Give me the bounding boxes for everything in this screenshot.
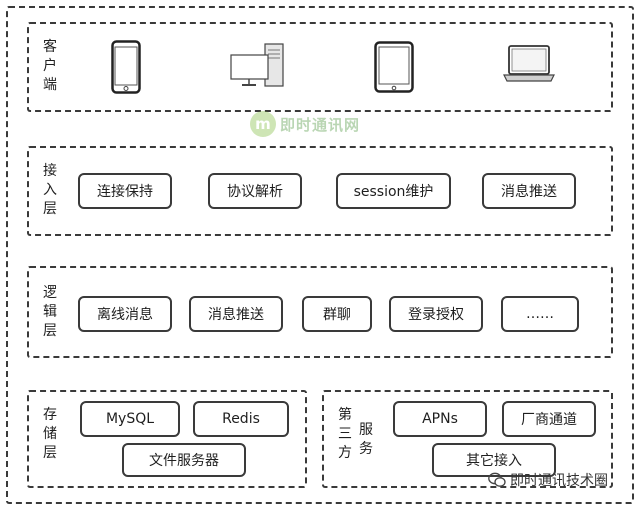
logic-item-more: …… [501,296,579,332]
third-party-item-vendor-channel: 厂商通道 [502,401,596,437]
access-item-session-maintenance: session维护 [336,173,451,209]
tablet-icon [374,41,414,93]
third-party-item-other-access: 其它接入 [432,443,556,477]
third-party-label-right: 服务 [359,422,373,457]
third-party-item-apns: APNs [393,401,487,437]
footer-watermark-text: 即时通讯技术圈 [510,473,608,489]
storage-item-mysql: MySQL [80,401,180,437]
footer-watermark: 即时通讯技术圈 [488,470,608,490]
logic-layer-label: 逻辑层 [43,285,57,339]
laptop-icon [503,45,555,82]
storage-item-file-server: 文件服务器 [122,443,246,477]
access-item-message-push: 消息推送 [482,173,576,209]
logic-item-login-auth: 登录授权 [389,296,483,332]
storage-item-redis: Redis [193,401,289,437]
logic-item-message-push: 消息推送 [189,296,283,332]
wechat-icon [488,472,506,487]
access-layer-label: 接入层 [43,163,57,217]
logic-item-offline-messages: 离线消息 [78,296,172,332]
logic-item-group-chat: 群聊 [302,296,372,332]
desktop-computer-icon [230,43,284,87]
third-party-layer [322,390,613,488]
watermark: m 即时通讯网 [250,111,360,137]
watermark-text: 即时通讯网 [280,115,361,134]
phone-icon [111,40,141,94]
third-party-label-left: 第三方 [338,407,352,461]
architecture-frame [6,6,634,504]
storage-layer-label: 存储层 [43,407,57,461]
client-layer-label: 客户端 [43,39,57,93]
access-item-connection-keepalive: 连接保持 [78,173,172,209]
access-item-protocol-parsing: 协议解析 [208,173,302,209]
client-layer [27,22,613,112]
access-layer [27,146,613,236]
logic-layer [27,266,613,358]
storage-layer [27,390,307,488]
watermark-logo-icon: m [250,111,276,137]
